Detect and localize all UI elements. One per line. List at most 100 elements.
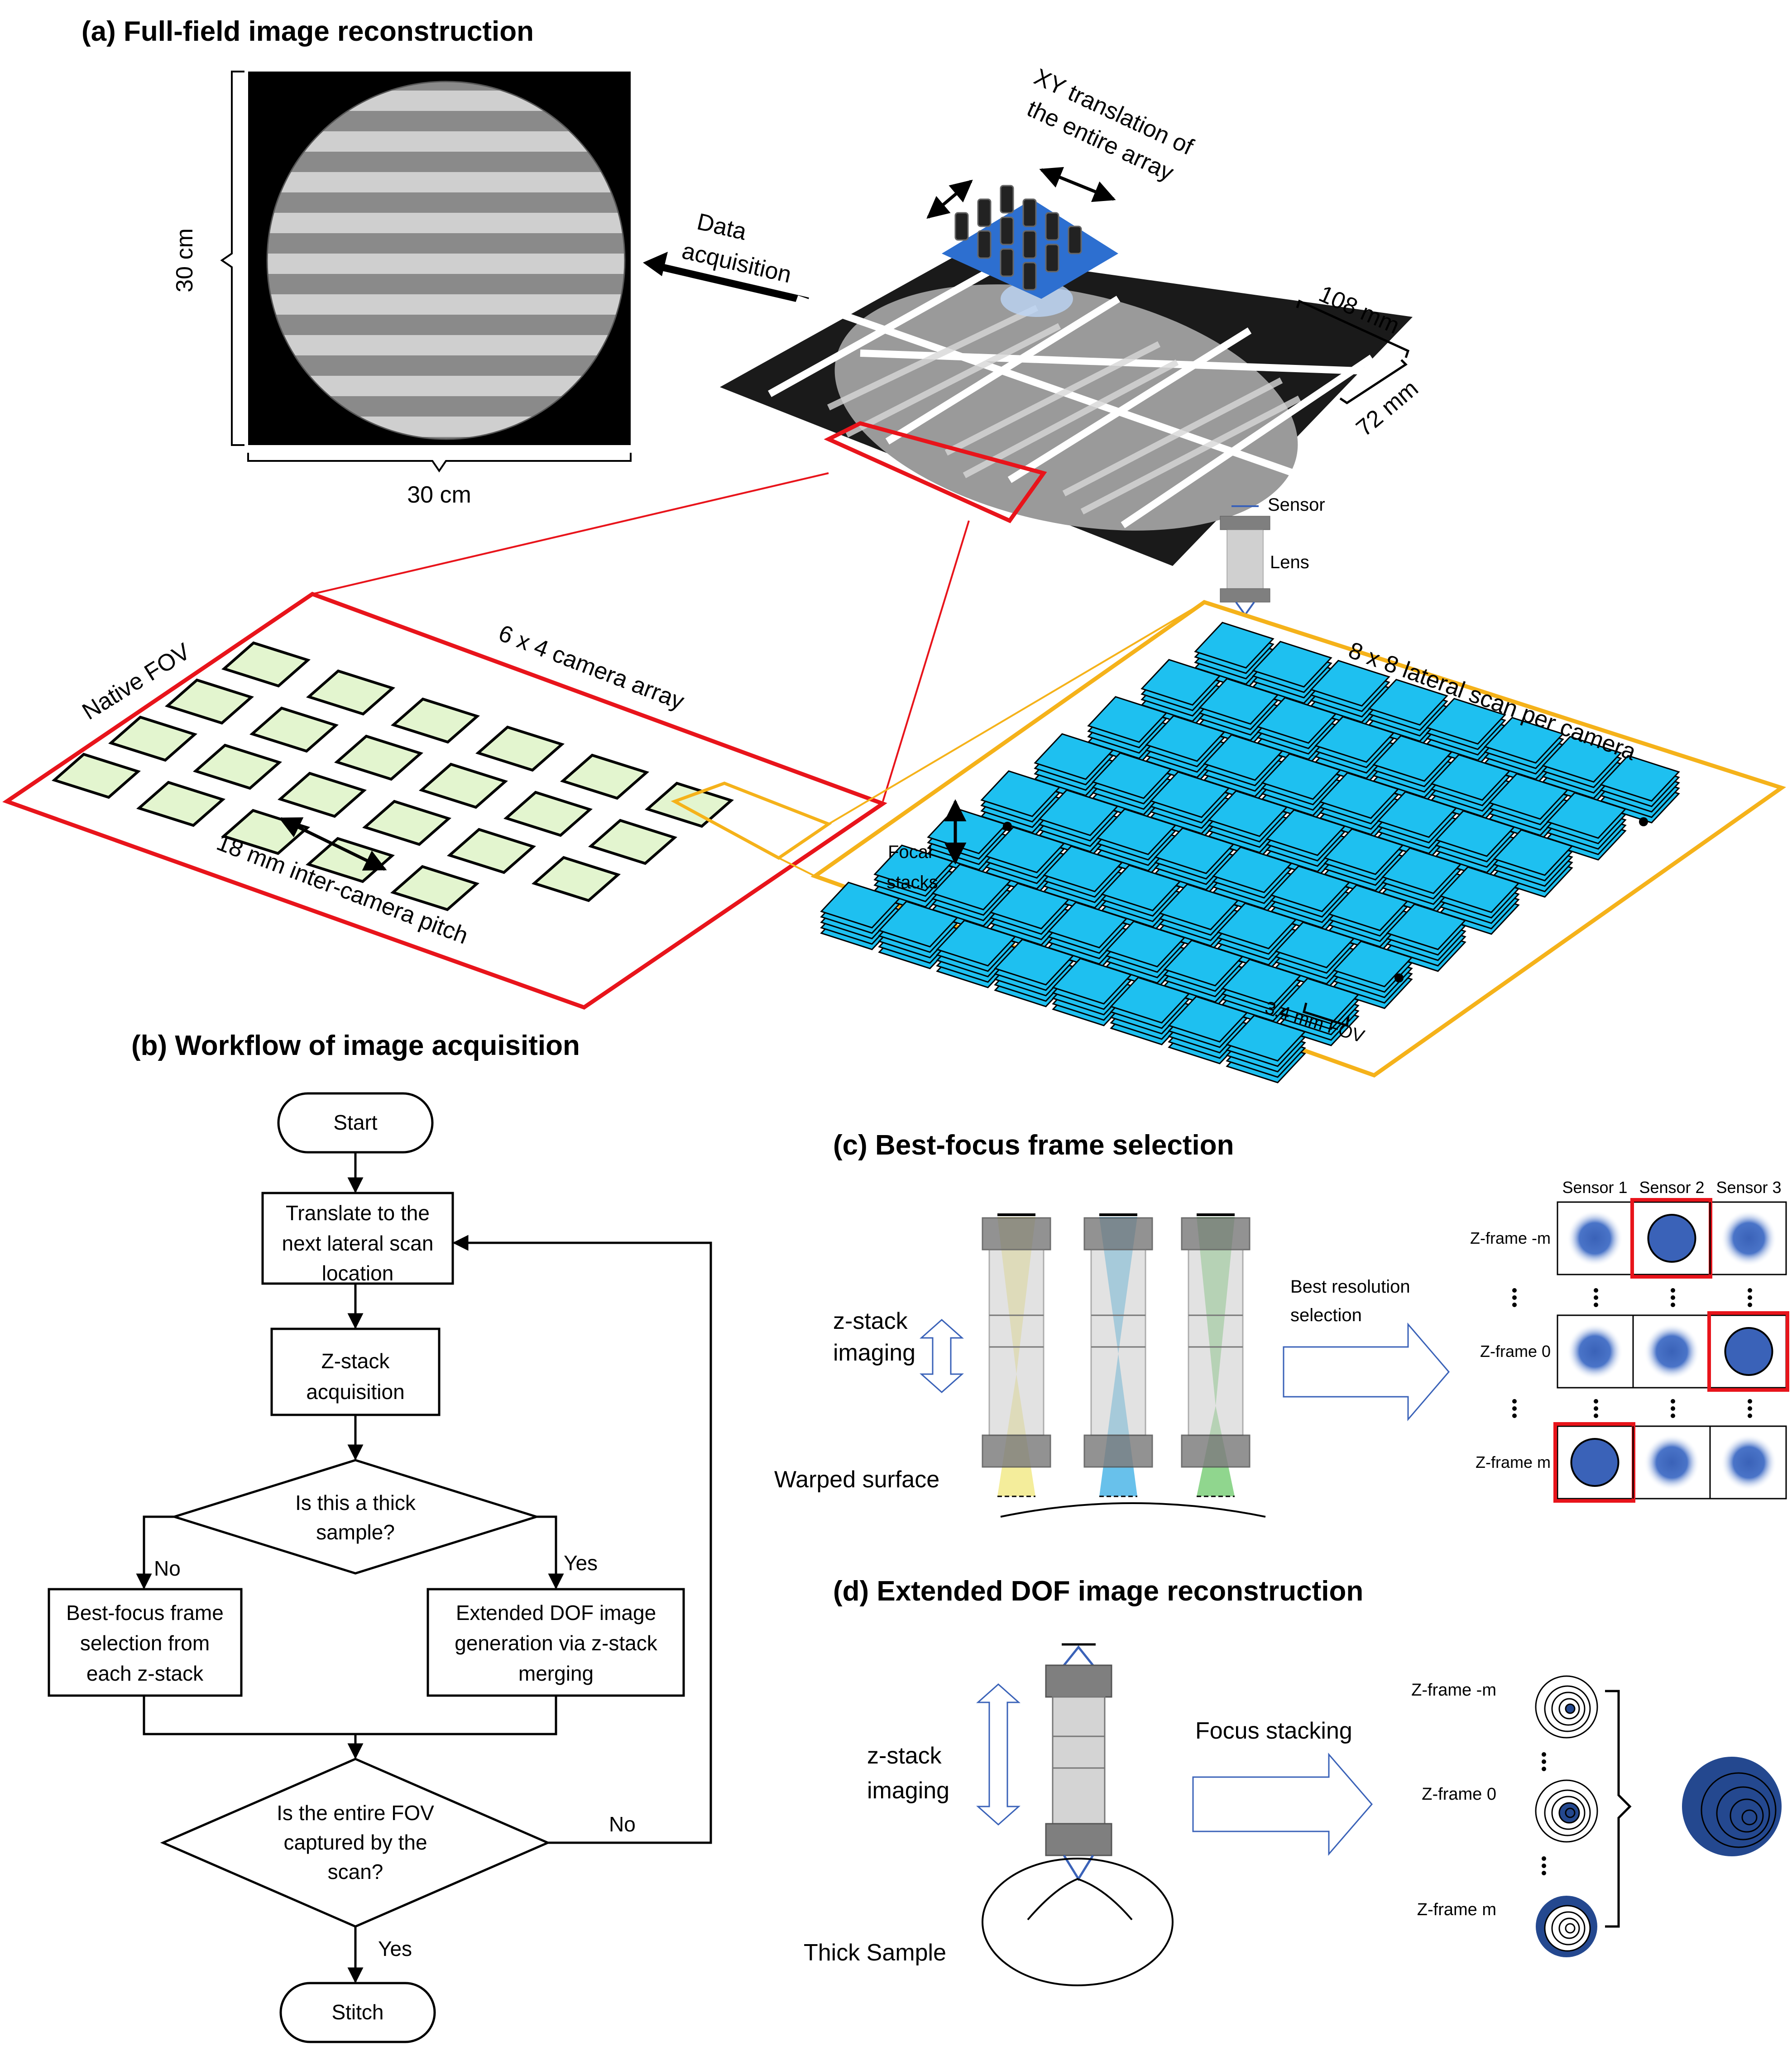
fov-q-label-1: Is the entire FOV <box>277 1801 434 1825</box>
lens-label: Lens <box>1270 552 1309 572</box>
blurred-spot <box>1720 1210 1777 1266</box>
native-fov-tile <box>475 725 565 772</box>
lens-top <box>982 1217 1051 1251</box>
data-acquisition-label-2: acquisition <box>680 238 794 288</box>
native-fov-tiles <box>52 641 734 911</box>
native-fov-tile <box>391 697 480 744</box>
no-label-2: No <box>609 1812 636 1836</box>
scan-tile <box>1212 846 1293 893</box>
zframe-row-label: Z-frame 0 <box>1480 1342 1551 1361</box>
panel-b-title: (b) Workflow of image acquisition <box>131 1030 580 1061</box>
translation-arrow-2 <box>1039 167 1116 202</box>
thick-decision <box>170 1459 541 1575</box>
native-fov-tile <box>503 791 593 837</box>
width-label: 30 cm <box>407 482 471 508</box>
zframe-row-label: Z-frame -m <box>1470 1229 1551 1247</box>
scan-tile <box>1226 1015 1306 1062</box>
scan-tile <box>1270 865 1351 912</box>
lens-top <box>1083 1217 1153 1251</box>
scan-tile <box>1426 698 1506 745</box>
zstack-imaging-d-1: z-stack <box>867 1743 942 1769</box>
height-label: 30 cm <box>172 228 198 292</box>
lens-body <box>1188 1249 1244 1436</box>
scan-tile <box>1034 733 1114 780</box>
zframe-d-label: Z-frame -m <box>1411 1681 1496 1700</box>
merged-result <box>1682 1757 1782 1856</box>
native-fov-tile <box>419 762 508 809</box>
scan-tile <box>1488 773 1569 820</box>
zframe-d-label: Z-frame m <box>1417 1900 1496 1919</box>
lens-top <box>1181 1217 1251 1251</box>
lens-column-d <box>982 1643 1174 1986</box>
merge-bracket <box>1605 1690 1632 1928</box>
zstack-imaging-c-2: imaging <box>833 1340 915 1366</box>
zframe-row-label: Z-frame m <box>1476 1453 1551 1471</box>
focus-stacking-label: Focus stacking <box>1195 1718 1352 1744</box>
scan-tile <box>878 901 958 948</box>
scan-tile <box>1332 940 1413 987</box>
marker-dot <box>1003 822 1012 831</box>
lens-columns-c <box>982 1213 1251 1497</box>
scan-tile <box>1328 884 1409 931</box>
fov-q-label-2: captured by the <box>283 1831 427 1854</box>
best-res-label-2: selection <box>1290 1305 1362 1325</box>
zstack-arrow-d <box>976 1683 1021 1826</box>
best-focus-node <box>48 1588 243 1697</box>
blurred-spot <box>1567 1210 1623 1266</box>
scan-tile <box>1265 809 1346 856</box>
scan-tile <box>1256 697 1337 744</box>
scan-plate <box>720 185 1413 566</box>
native-fov-tile <box>645 781 734 828</box>
marker-dot <box>1639 817 1648 826</box>
sharp-spot <box>1724 1327 1773 1376</box>
focal-stacks-label-1: Focal <box>888 842 932 862</box>
scan-tile <box>1154 827 1235 874</box>
scan-tile <box>1194 622 1275 669</box>
lens-body <box>988 1249 1045 1436</box>
native-fov-tile <box>136 781 225 827</box>
start-label: Start <box>333 1111 377 1134</box>
sensor-col-label: Sensor 2 <box>1639 1178 1704 1197</box>
panel-d: (d) Extended DOF image reconstruction z-… <box>804 1576 1782 1986</box>
scan-tile <box>1101 864 1181 911</box>
scan-tile <box>1319 772 1399 819</box>
native-fov-tile <box>221 641 311 688</box>
scan-tile <box>873 844 954 891</box>
blurred-spot <box>1567 1323 1623 1380</box>
native-fov-tile <box>390 865 479 911</box>
flow-connectors <box>136 1152 712 1984</box>
reconstructed-image <box>248 72 631 445</box>
scan-tile <box>1150 771 1230 818</box>
sharp-spot <box>1570 1438 1620 1487</box>
scan-tile <box>1087 696 1168 743</box>
native-fov-tile <box>588 819 677 865</box>
scan-tile <box>1377 791 1457 838</box>
scan-tile <box>1096 808 1177 855</box>
sensor-col-label: Sensor 1 <box>1562 1178 1627 1197</box>
scan-tile <box>1386 903 1466 950</box>
scan-tile <box>1038 789 1119 836</box>
scan-tile <box>1435 810 1515 857</box>
zstack-label-1: Z-stack <box>321 1349 390 1373</box>
scan-tile <box>1221 958 1302 1006</box>
stitch-label: Stitch <box>331 2000 383 2024</box>
blurred-spot <box>1643 1434 1700 1490</box>
best-focus-label-3: each z-stack <box>86 1662 204 1685</box>
best-res-arrow <box>1283 1322 1450 1422</box>
native-fov-tile <box>165 678 254 725</box>
lens-bottom <box>1083 1434 1153 1468</box>
scan-tile <box>1110 977 1190 1024</box>
scan-tile <box>994 939 1074 986</box>
lens-body <box>1090 1249 1146 1436</box>
zstack-imaging-c-1: z-stack <box>833 1308 908 1334</box>
thick-q-label-2: sample? <box>316 1520 395 1544</box>
focal-stacks-label-2: stacks <box>886 872 938 892</box>
lens-bottom <box>1181 1434 1251 1468</box>
no-label-1: No <box>154 1557 181 1580</box>
panel-c-title: (c) Best-focus frame selection <box>833 1130 1234 1161</box>
panel-c: (c) Best-focus frame selection z-stack i… <box>774 1130 1789 1518</box>
sensor-lens-icon <box>1220 505 1270 617</box>
dim-72-label: 72 mm <box>1351 375 1423 442</box>
scan-tile <box>1261 753 1342 800</box>
scan-tile <box>1252 641 1332 688</box>
